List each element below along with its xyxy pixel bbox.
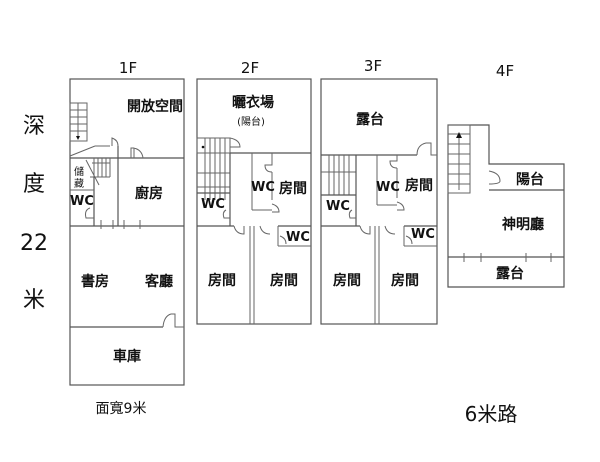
room-storage-2: 藏 [74,178,84,190]
floor-4f-plan: 陽台 神明廳 露台 [447,124,565,288]
room-right: 房間 [405,177,433,194]
floor-3f-plan: WC WC 房間 WC 露台 房間 房間 [320,78,438,325]
frontage-label: 面寬9米 [96,400,147,417]
room-living: 客廳 [144,273,173,290]
room-wc-left: WC [326,199,350,214]
floor-2f-plan: WC WC 房間 WC 曬衣場 (陽台) 房間 房間 [196,78,312,325]
room-wc-left: WC [201,197,225,212]
room-terrace: 露台 [496,265,524,282]
stair-icon [196,137,231,200]
room-wc: WC [70,194,94,209]
room-kitchen: 廚房 [135,185,163,202]
road-label: 6米路 [465,402,518,426]
floor-label-2f: 2F [241,59,259,77]
room-study: 書房 [81,273,109,290]
room-bottom-right: 房間 [270,272,298,289]
room-laundry: 曬衣場 [232,94,274,111]
room-wc-mid: WC [376,180,400,195]
floor-label-4f: 4F [496,62,514,80]
room-bottom-right: 房間 [391,272,419,289]
depth-char-3: 22 [20,231,48,256]
floor-1f-outline [69,78,185,386]
room-right: 房間 [279,180,307,197]
stair-icon [447,124,471,194]
room-garage: 車庫 [113,348,141,365]
room-open-space: 開放空間 [127,98,183,115]
floor-label-1f: 1F [119,59,137,77]
stair-icon [69,102,88,142]
floor-1f-plan: 儲 藏 WC 開放空間 廚房 書房 客廳 車庫 [69,78,185,386]
room-balcony: 陽台 [516,171,544,188]
floor-4f-outline [447,124,565,288]
depth-char-2: 度 [23,172,45,197]
room-bottom-left: 房間 [208,272,236,289]
room-terrace: 露台 [356,111,384,128]
room-wc-small: WC [411,227,435,242]
depth-char-1: 深 [23,114,45,139]
room-storage-1: 儲 [74,166,84,178]
room-wc-small: WC [286,230,310,245]
stair-icon [85,158,111,186]
room-laundry-sub: (陽台) [237,115,265,128]
room-shrine: 神明廳 [502,216,544,233]
depth-label: 深 度 22 米 [20,114,48,313]
room-bottom-left: 房間 [333,272,361,289]
depth-char-4: 米 [23,288,45,313]
floor-label-3f: 3F [364,57,382,75]
room-wc-mid: WC [251,180,275,195]
stair-icon [321,155,356,195]
